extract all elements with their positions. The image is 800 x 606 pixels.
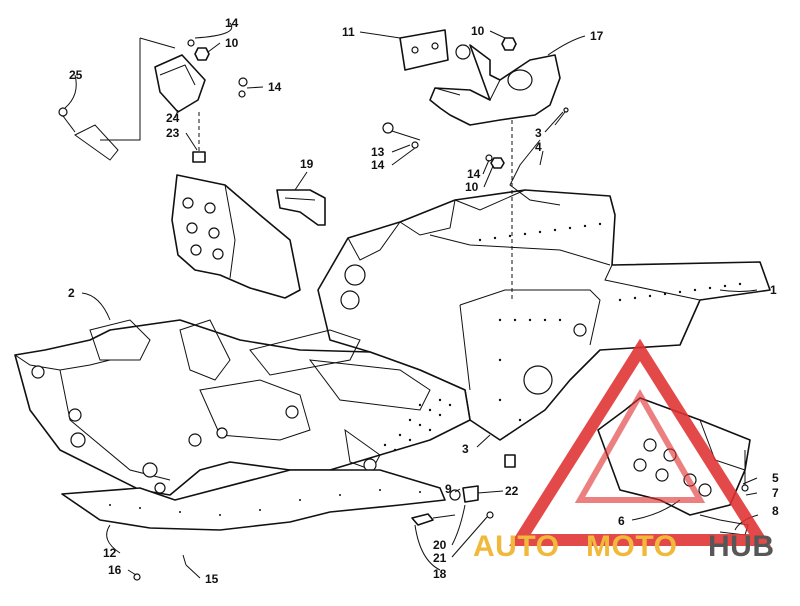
upper-left-plate [171,174,301,299]
bracket-19 [276,189,326,226]
main-frame [317,189,771,441]
callout-13: 13 [371,145,385,159]
callout-25: 25 [69,68,83,82]
fastener-25 [58,107,76,133]
fasteners-lower [133,454,516,581]
callout-22: 22 [505,484,519,498]
callout-7: 7 [772,486,779,500]
callout-3a: 3 [535,126,542,140]
callout-16: 16 [108,563,122,577]
nut-10-top [501,37,517,51]
callout-8: 8 [772,504,779,518]
callout-14c: 14 [371,158,385,172]
callout-10c: 10 [465,180,479,194]
callout-19: 19 [300,157,314,171]
callout-24: 24 [166,111,180,125]
callout-1: 1 [770,283,777,297]
callout-12: 12 [103,546,117,560]
callout-17: 17 [590,29,604,43]
callout-15: 15 [205,572,219,586]
bracket-11 [399,29,449,71]
callout-6: 6 [618,514,625,528]
bolt-13-14 [382,122,421,149]
callout-23: 23 [166,126,180,140]
watermark-logo: AUTO MOTO HUB [473,338,775,563]
bracket-24 [74,37,206,161]
callout-14a: 14 [225,16,239,30]
callout-4: 4 [535,140,542,154]
belly-pan [61,469,446,531]
callout-2: 2 [68,286,75,300]
callout-leaders [64,22,759,579]
callout-labels: 1 2 3 3 4 5 6 7 8 9 10 10 10 11 12 13 14… [68,16,779,586]
callout-11: 11 [342,25,355,39]
nut-23 [192,112,206,163]
callout-10a: 10 [225,36,239,50]
cable-4 [509,107,569,206]
callout-5: 5 [772,471,779,485]
watermark-hub: HUB [708,530,775,563]
callout-20: 20 [433,538,447,552]
callout-9: 9 [445,482,452,496]
callout-14d: 14 [467,167,481,181]
callout-18: 18 [433,567,447,581]
callout-21: 21 [433,551,447,565]
watermark-moto: MOTO [586,530,677,563]
nuts-10-14-top-left [187,39,248,98]
callout-14b: 14 [268,80,282,94]
watermark-triangle-icon [509,338,771,546]
watermark-auto: AUTO [473,530,559,563]
steering-support-17 [429,44,561,300]
callout-10b: 10 [471,24,485,38]
front-frame-assembly [14,319,471,496]
callout-3b: 3 [462,442,469,456]
